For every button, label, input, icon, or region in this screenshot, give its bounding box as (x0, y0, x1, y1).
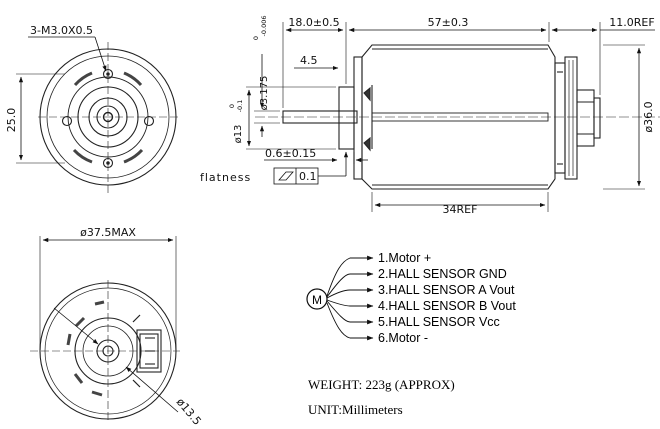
weight-note: WEIGHT: 223g (APPROX) (308, 377, 455, 392)
diameter-37-5-label: ø37.5MAX (80, 226, 136, 239)
length-57-label: 57±0.3 (428, 16, 469, 29)
shaft-diameter-label: ø3.175 (259, 76, 270, 111)
boss-tol-top: 0 (228, 104, 236, 108)
front-view (38, 42, 178, 196)
pin-2-label: 2.HALL SENSOR GND (378, 267, 507, 281)
boss-tol-bottom: -0.1 (236, 100, 244, 113)
screw-spec-label: 3-M3.0X0.5 (30, 24, 93, 37)
unit-note: UNIT:Millimeters (308, 402, 403, 417)
svg-text:M: M (312, 293, 322, 307)
flatness-value: 0.1 (299, 170, 317, 183)
length-11-label: 11.0REF (609, 16, 654, 29)
flatness-box (273, 167, 319, 185)
boss-diameter-label: ø13 (233, 125, 244, 144)
motor-symbol: M (306, 288, 328, 310)
pin-4-label: 4.HALL SENSOR B Vout (378, 299, 516, 313)
pin-5-label: 5.HALL SENSOR Vcc (378, 315, 500, 329)
length-18-label: 18.0±0.5 (288, 16, 339, 29)
dimension-25-label: 25.0 (5, 108, 18, 133)
pin-3-label: 3.HALL SENSOR A Vout (378, 283, 515, 297)
length-4-5-label: 4.5 (300, 54, 318, 67)
length-0-6-label: 0.6±0.15 (265, 147, 316, 160)
wiring-leads (326, 255, 374, 341)
side-view (255, 44, 660, 190)
flatness-label: flatness (200, 171, 251, 184)
diameter-36-label: ø36.0 (642, 101, 655, 132)
pin-6-label: 6.Motor - (378, 331, 428, 345)
shaft-tol-top: 0 (252, 36, 260, 40)
shaft-tol-bottom: -0.006 (260, 16, 268, 37)
pin-1-label: 1.Motor + (378, 251, 431, 265)
rear-view (30, 280, 180, 420)
length-34-label: 34REF (443, 203, 478, 216)
